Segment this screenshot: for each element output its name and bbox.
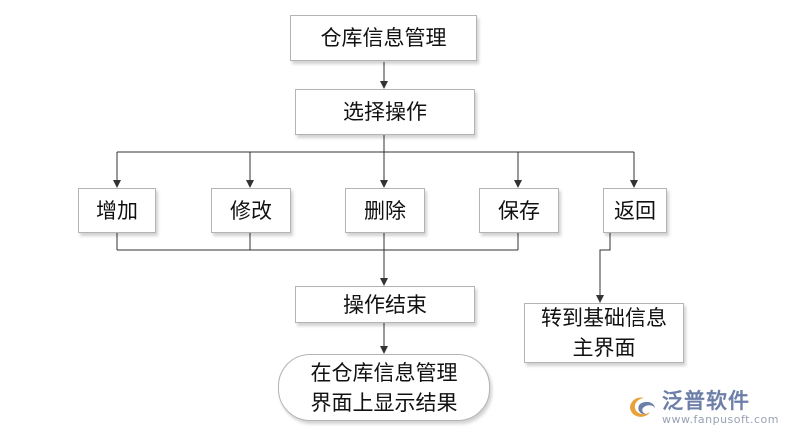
- node-show-result: 在仓库信息管理 界面上显示结果: [278, 354, 490, 421]
- edge-back-to-main: [596, 233, 611, 303]
- node-delete: 删除: [345, 188, 425, 233]
- node-goto-main: 转到基础信息 主界面: [524, 303, 684, 363]
- node-back: 返回: [603, 188, 667, 233]
- brand-logo: 泛普软件 www.fanpusoft.com: [626, 391, 779, 425]
- node-operation-end: 操作结束: [295, 286, 475, 323]
- node-modify: 修改: [211, 188, 291, 233]
- node-select-operation: 选择操作: [295, 89, 475, 135]
- node-save: 保存: [479, 188, 559, 233]
- brand-url: www.fanpusoft.com: [662, 413, 779, 426]
- node-warehouse-management: 仓库信息管理: [290, 15, 477, 61]
- brand-name: 泛普软件: [662, 389, 751, 413]
- node-add: 增加: [78, 188, 156, 233]
- fanpu-logo-icon: [630, 397, 656, 417]
